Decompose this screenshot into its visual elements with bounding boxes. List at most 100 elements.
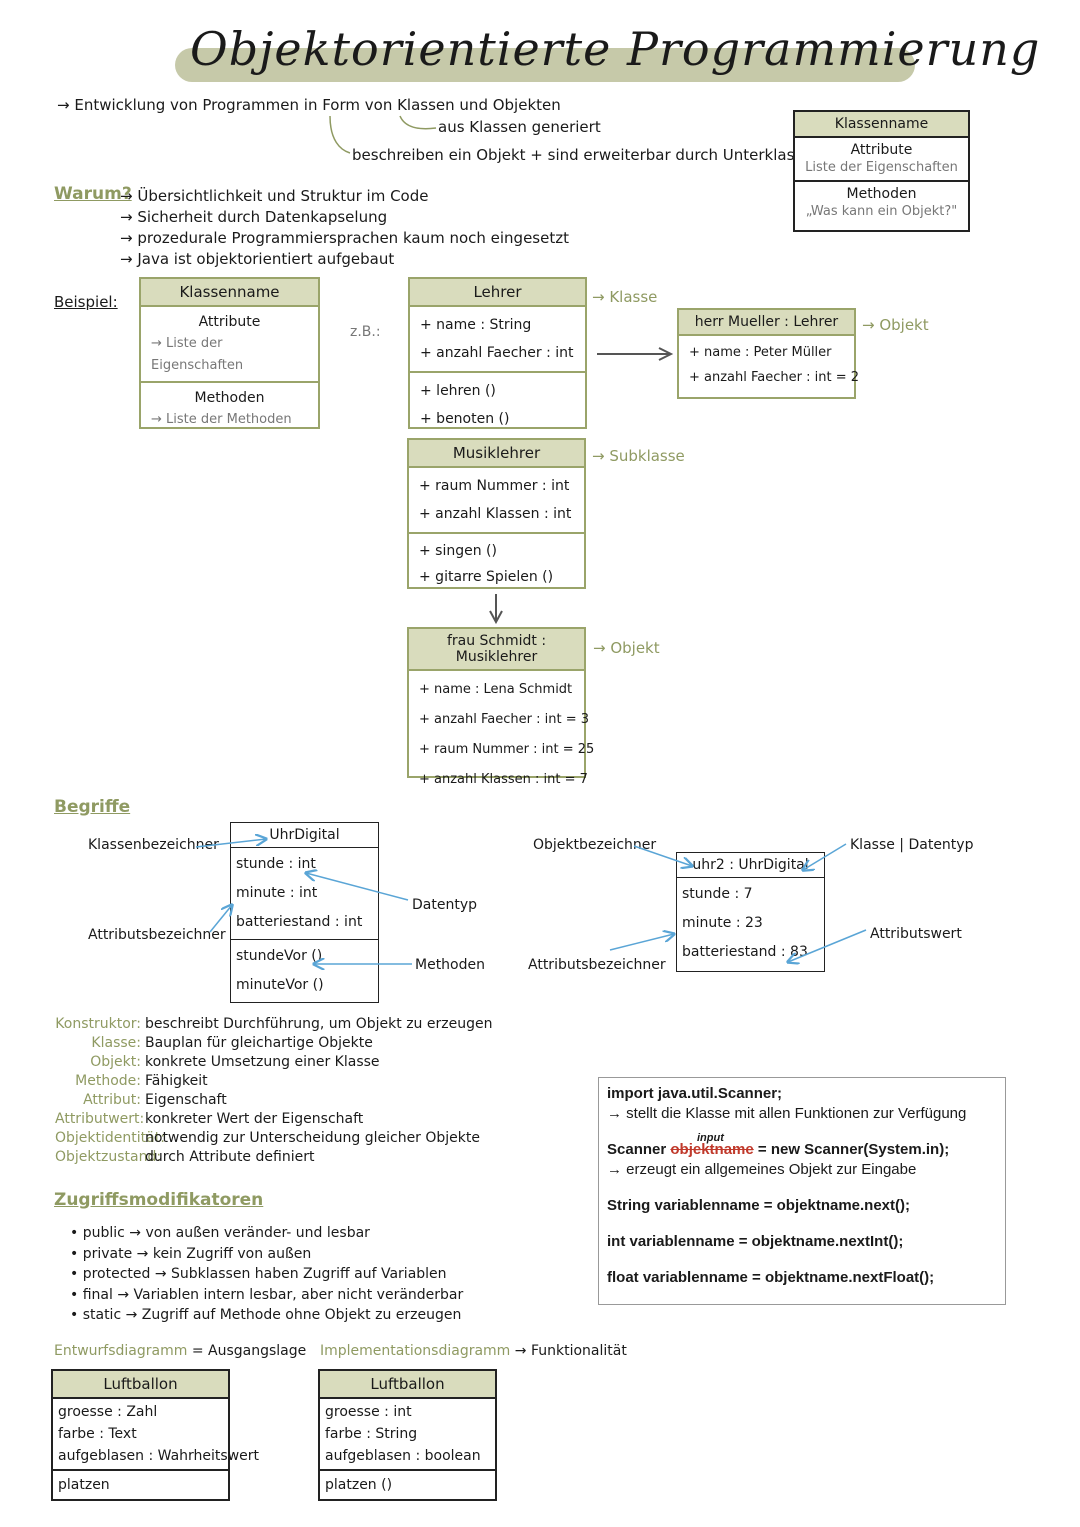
- warum-list: → Übersichtlichkeit und Struktur im Code…: [120, 186, 569, 270]
- definitions-list: Konstruktor:beschreibt Durchführung, um …: [55, 1015, 492, 1167]
- impl-attr: farbe : String: [325, 1426, 418, 1442]
- frau-schmidt-object-box: frau Schmidt : Musiklehrer + name : Lena…: [407, 627, 595, 787]
- definition-row: Methode:Fähigkeit: [75, 1073, 208, 1089]
- musiklehrer-class-name: Musiklehrer: [409, 440, 584, 468]
- entwurf-attr: aufgeblasen : Wahrheitswert: [58, 1448, 260, 1464]
- label-klasse-datentyp: Klasse | Datentyp: [850, 837, 974, 853]
- uhr2-attr: batteriestand : 83: [682, 944, 808, 960]
- zugriff-item: • private → kein Zugriff von außen: [70, 1245, 312, 1262]
- musiklehrer-method: + singen (): [419, 543, 497, 559]
- frau-schmidt-attr: + anzahl Faecher : int = 3: [419, 712, 590, 727]
- title-highlight: [175, 48, 915, 82]
- uhr2-name: uhr2 : UhrDigital: [677, 853, 824, 878]
- zugriff-item: • static → Zugriff auf Methode ohne Obje…: [70, 1307, 462, 1323]
- warum-item: → Java ist objektorientiert aufgebaut: [120, 250, 395, 268]
- label-attributswert: Attributswert: [870, 926, 962, 942]
- definition-row: Attributwert:konkreter Wert der Eigensch…: [55, 1111, 364, 1127]
- frau-schmidt-attr: + raum Nummer : int = 25: [419, 742, 595, 757]
- begriffe-arrows: [195, 800, 867, 1000]
- zugriff-item: • public → von außen veränder- und lesba…: [70, 1225, 370, 1241]
- label-klassenbezeichner: Klassenbezeichner: [88, 837, 219, 853]
- definition-row: Klasse:Bauplan für gleichartige Objekte: [91, 1035, 373, 1051]
- legend-attr-sub: Liste der Eigenschaften: [805, 160, 958, 175]
- impl-luftballon-box: Luftballon groesse : int farbe : String …: [318, 1369, 497, 1501]
- musiklehrer-attr: + anzahl Klassen : int: [419, 506, 572, 522]
- entwurf-method: platzen: [58, 1477, 110, 1493]
- definition-row: Objektidentität:notwendig zur Unterschei…: [55, 1130, 481, 1146]
- intro-line: → Entwicklung von Programmen in Form von…: [57, 96, 561, 114]
- uhrdigital-attr: batteriestand : int: [236, 914, 363, 930]
- frau-schmidt-tag: → Objekt: [593, 639, 660, 657]
- begriffe-label: Begriffe: [54, 797, 131, 817]
- generic-attr: Attribute: [198, 314, 261, 330]
- label-objektbezeichner: Objektbezeichner: [533, 837, 657, 853]
- generic-attr-sub: → Liste der Eigenschaften: [151, 336, 244, 373]
- generic-meth: Methoden: [194, 390, 265, 406]
- beispiel-label: Beispiel:: [54, 293, 118, 311]
- impl-attr: aufgeblasen : boolean: [325, 1448, 481, 1464]
- lehrer-tag: → Klasse: [592, 288, 658, 306]
- generic-class-name: Klassenname: [141, 279, 318, 307]
- musiklehrer-class-box: Musiklehrer + raum Nummer : int + anzahl…: [407, 438, 586, 589]
- lehrer-attr: + anzahl Faecher : int: [420, 345, 574, 361]
- musiklehrer-method: + gitarre Spielen (): [419, 569, 554, 585]
- uhrdigital-method: stundeVor (): [236, 948, 323, 964]
- label-attributsbezeichner-object: Attributsbezeichner: [528, 957, 666, 973]
- label-datentyp: Datentyp: [412, 897, 477, 913]
- lehrer-to-object-arrow: [597, 347, 674, 361]
- zugriff-list: • public → von außen veränder- und lesba…: [70, 1223, 463, 1326]
- legend-classname: Klassenname: [795, 112, 968, 138]
- entwurf-luftballon-name: Luftballon: [53, 1371, 228, 1399]
- entwurf-luftballon-box: Luftballon groesse : Zahl farbe : Text a…: [51, 1369, 260, 1501]
- herr-mueller-attr: + name : Peter Müller: [689, 345, 832, 360]
- code-int-line: int variablenname = objektname.nextInt()…: [607, 1233, 904, 1250]
- lehrer-class-name: Lehrer: [410, 279, 585, 307]
- musiklehrer-attr: + raum Nummer : int: [419, 478, 570, 494]
- legend-uml-box: Klassenname Attribute Liste der Eigensch…: [793, 110, 970, 232]
- legend-meth-sub: „Was kann ein Objekt?": [805, 204, 958, 219]
- frau-schmidt-name: frau Schmidt : Musiklehrer: [409, 629, 584, 671]
- entwurf-attr: groesse : Zahl: [58, 1404, 158, 1420]
- impl-method: platzen (): [325, 1477, 393, 1493]
- uhrdigital-method: minuteVor (): [236, 977, 324, 993]
- zugriff-label: Zugriffsmodifikatoren: [54, 1190, 264, 1210]
- label-attributsbezeichner: Attributsbezeichner: [88, 927, 226, 943]
- uhrdigital-attr: minute : int: [236, 885, 318, 901]
- page-title: Objektorientierte Programmierung: [190, 22, 1041, 76]
- definition-row: Objektzustand:durch Attribute definiert: [55, 1149, 315, 1165]
- herr-mueller-attr: + anzahl Faecher : int = 2: [689, 370, 860, 385]
- impl-heading: Implementationsdiagramm → Funktionalität: [320, 1343, 627, 1359]
- uhr2-attr: stunde : 7: [682, 886, 753, 902]
- frau-schmidt-attr: + name : Lena Schmidt: [419, 682, 573, 697]
- code-import: import java.util.Scanner;: [607, 1085, 783, 1102]
- uhrdigital-attr: stunde : int: [236, 856, 316, 872]
- uhrdigital-class-box: UhrDigital stunde : int minute : int bat…: [230, 822, 379, 1003]
- code-strike-objektname: objektname: [670, 1141, 754, 1158]
- generic-meth-sub: → Liste der Methoden: [151, 412, 292, 427]
- legend-meth: Methoden: [846, 186, 917, 202]
- uhrdigital-name: UhrDigital: [231, 823, 378, 848]
- lehrer-class-box: Lehrer + name : String + anzahl Faecher …: [408, 277, 587, 429]
- uhr2-attr: minute : 23: [682, 915, 763, 931]
- lehrer-method: + lehren (): [420, 383, 496, 399]
- impl-luftballon-name: Luftballon: [320, 1371, 495, 1399]
- lehrer-method: + benoten (): [420, 411, 510, 427]
- zugriff-item: • protected → Subklassen haben Zugriff a…: [70, 1266, 447, 1282]
- zugriff-item: • final → Variablen intern lesbar, aber …: [70, 1286, 464, 1303]
- code-scanner-note: → erzeugt ein allgemeines Objekt zur Ein…: [607, 1161, 917, 1178]
- warum-label: Warum?: [54, 184, 132, 204]
- intro-arrows: [329, 115, 437, 154]
- warum-item: → Sicherheit durch Datenkapselung: [120, 208, 388, 226]
- herr-mueller-object-box: herr Mueller : Lehrer + name : Peter Mül…: [677, 308, 860, 399]
- definition-row: Objekt:konkrete Umsetzung einer Klasse: [90, 1054, 380, 1070]
- lehrer-attr: + name : String: [420, 317, 532, 333]
- label-methoden: Methoden: [415, 957, 485, 973]
- intro-note-classes: beschreiben ein Objekt + sind erweiterba…: [352, 146, 821, 164]
- scanner-code-box: import java.util.Scanner; → stellt die K…: [598, 1077, 1006, 1305]
- herr-mueller-tag: → Objekt: [862, 316, 929, 334]
- intro-note-objects: aus Klassen generiert: [438, 118, 601, 136]
- frau-schmidt-attr: + anzahl Klassen : int = 7: [419, 772, 588, 787]
- code-import-note: → stellt die Klasse mit allen Funktionen…: [607, 1105, 967, 1122]
- zb-label: z.B.:: [350, 324, 381, 340]
- musiklehrer-to-object-arrow: [489, 594, 503, 625]
